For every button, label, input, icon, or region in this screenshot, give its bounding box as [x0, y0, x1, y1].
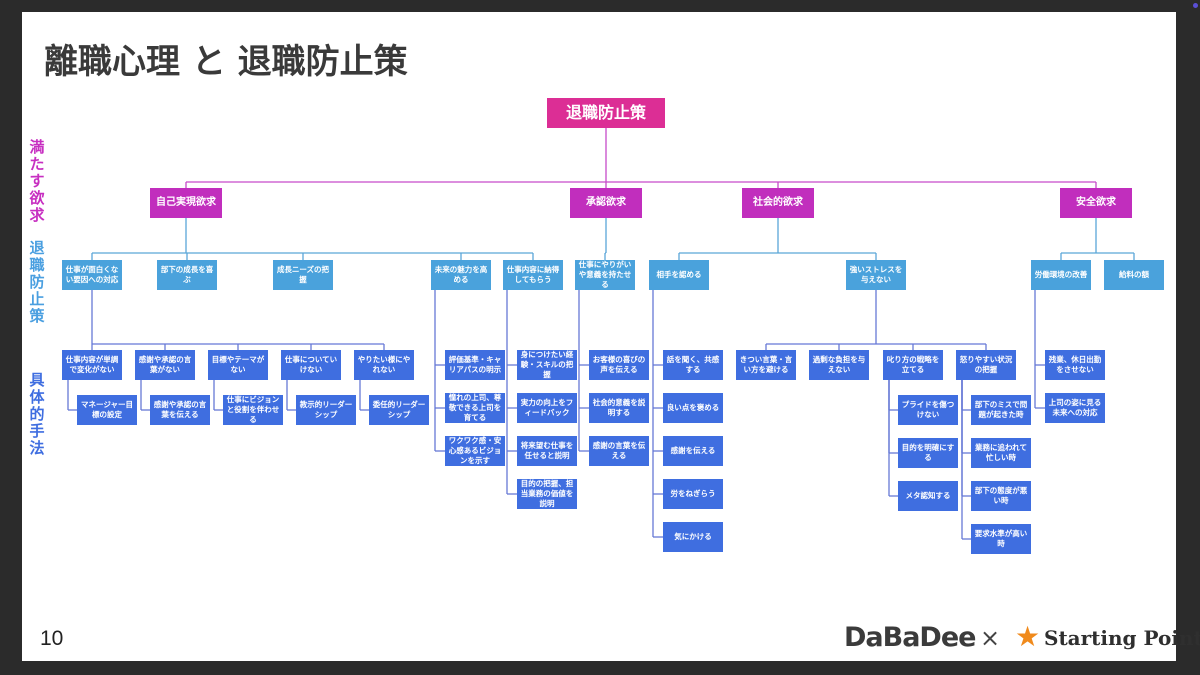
- starting-point-logo: Starting Point: [1044, 626, 1200, 650]
- method-sub-node: 業務に追われて忙しい時: [971, 438, 1031, 468]
- method-node: 労をねぎらう: [663, 479, 723, 509]
- method-node: 仕事についていけない: [281, 350, 341, 380]
- need-node: 社会的欲求: [742, 188, 814, 218]
- side-label-measures: 退職防止策: [29, 239, 45, 325]
- measure-node: 労働環境の改善: [1031, 260, 1091, 290]
- side-label-methods: 具体的手法: [29, 371, 45, 457]
- need-node: 安全欲求: [1060, 188, 1132, 218]
- method-node: 社会的意義を説明する: [589, 393, 649, 423]
- dabadee-logo: DaBaDee: [844, 622, 976, 653]
- method-node: 感謝を伝える: [663, 436, 723, 466]
- measure-node: 給料の額: [1104, 260, 1164, 290]
- measure-node: 成長ニーズの把握: [273, 260, 333, 290]
- method-sub-node: 教示的リーダーシップ: [296, 395, 356, 425]
- need-node: 承認欲求: [570, 188, 642, 218]
- method-sub-node: 部下の態度が悪い時: [971, 481, 1031, 511]
- method-node: 上司の姿に見る未来への対応: [1045, 393, 1105, 423]
- measure-node: 仕事にやりがいや意義を持たせる: [575, 260, 635, 290]
- method-node: 目標やテーマがない: [208, 350, 268, 380]
- method-node: お客様の喜びの声を伝える: [589, 350, 649, 380]
- root-node: 退職防止策: [547, 98, 665, 128]
- measure-node: 未来の魅力を高める: [431, 260, 491, 290]
- method-node: 仕事内容が単調で変化がない: [62, 350, 122, 380]
- need-node: 自己実現欲求: [150, 188, 222, 218]
- page-number: 10: [40, 627, 64, 650]
- method-sub-node: 委任的リーダーシップ: [369, 395, 429, 425]
- side-label-needs: 満たす欲求: [29, 138, 45, 224]
- slide: 離職心理 と 退職防止策 満たす欲求 退職防止策 具体的手法 退職防止策自己実現…: [22, 12, 1200, 661]
- method-node: 叱り方の戦略を立てる: [883, 350, 943, 380]
- method-sub-node: メタ認知する: [898, 481, 958, 511]
- method-node: 感謝の言葉を伝える: [589, 436, 649, 466]
- measure-node: 強いストレスを与えない: [846, 260, 906, 290]
- method-sub-node: 要求水準が高い時: [971, 524, 1031, 554]
- measure-node: 部下の成長を喜ぶ: [157, 260, 217, 290]
- method-sub-node: 仕事にビジョンと役割を伴わせる: [223, 395, 283, 425]
- method-node: 評価基準・キャリアパスの明示: [445, 350, 505, 380]
- method-node: 将来望む仕事を任せると説明: [517, 436, 577, 466]
- method-node: 過剰な負担を与えない: [809, 350, 869, 380]
- collab-separator: ×: [980, 624, 1001, 652]
- measure-node: 仕事内容に納得してもらう: [503, 260, 563, 290]
- method-node: 身につけたい経験・スキルの把握: [517, 350, 577, 380]
- slide-title: 離職心理 と 退職防止策: [44, 42, 408, 82]
- measure-node: 相手を認める: [649, 260, 709, 290]
- method-node: 怒りやすい状況の把握: [956, 350, 1016, 380]
- method-node: きつい言葉・言い方を避ける: [736, 350, 796, 380]
- method-node: ワクワク感・安心感あるビジョンを示す: [445, 436, 505, 466]
- method-sub-node: マネージャー目標の設定: [77, 395, 137, 425]
- method-node: 実力の向上をフィードバック: [517, 393, 577, 423]
- method-node: やりたい様にやれない: [354, 350, 414, 380]
- method-node: 気にかける: [663, 522, 723, 552]
- method-node: 良い点を褒める: [663, 393, 723, 423]
- star-icon: ★: [1015, 620, 1041, 653]
- method-node: 目的の把握、担当業務の価値を説明: [517, 479, 577, 509]
- method-sub-node: 感謝や承認の言葉を伝える: [150, 395, 210, 425]
- window-indicator-dot: [1193, 3, 1198, 8]
- method-sub-node: 目的を明確にする: [898, 438, 958, 468]
- method-sub-node: 部下のミスで問題が起きた時: [971, 395, 1031, 425]
- connector-lines: [67, 128, 1135, 540]
- method-sub-node: プライドを傷つけない: [898, 395, 958, 425]
- method-node: 話を聞く、共感する: [663, 350, 723, 380]
- measure-node: 仕事が面白くない要因への対応: [62, 260, 122, 290]
- method-node: 憧れの上司、尊敬できる上司を育てる: [445, 393, 505, 423]
- method-node: 感謝や承認の言葉がない: [135, 350, 195, 380]
- method-node: 残業、休日出勤をさせない: [1045, 350, 1105, 380]
